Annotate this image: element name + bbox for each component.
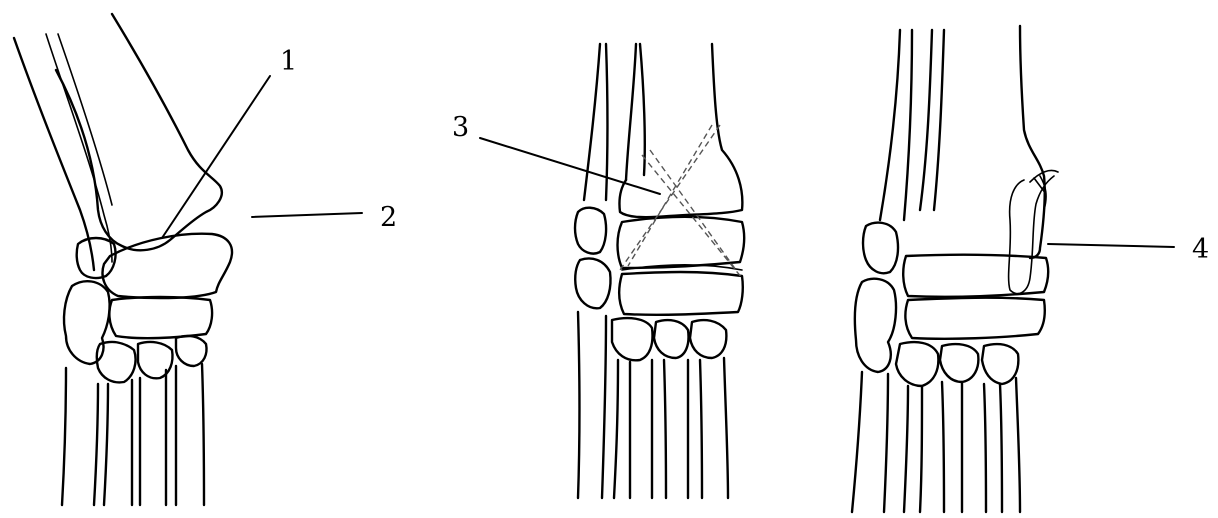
metacarpal-lines-1 bbox=[62, 364, 204, 505]
scaphoid-bone bbox=[64, 281, 110, 364]
ulna-bone bbox=[14, 38, 94, 270]
callout-2: 2 bbox=[380, 202, 397, 233]
radius-shaft-right bbox=[619, 44, 742, 217]
radius-shaft-left-3 bbox=[920, 30, 944, 210]
dashed-x-line-c bbox=[650, 150, 736, 270]
carpal-band-upper-3 bbox=[903, 255, 1048, 297]
panel-lateral-wrist: 1 2 bbox=[14, 14, 397, 505]
dashed-x-line-d bbox=[628, 125, 712, 266]
ulnar-styloid bbox=[575, 208, 606, 254]
metacarpal-lines-3 bbox=[852, 372, 1020, 512]
carpal-row-ap bbox=[612, 318, 726, 360]
carpal-band-lower-3 bbox=[905, 298, 1044, 339]
fixation-wire bbox=[1009, 170, 1058, 293]
ulnar-styloid-3 bbox=[863, 223, 898, 274]
panel-ap-wrist-with-x: 3 bbox=[452, 44, 744, 498]
leader-2 bbox=[252, 213, 362, 217]
carpal-small-3 bbox=[176, 336, 207, 366]
ulna-shaft-line bbox=[58, 34, 112, 205]
leader-4 bbox=[1048, 244, 1174, 247]
callout-1: 1 bbox=[280, 46, 297, 77]
ulna-shaft-3 bbox=[880, 30, 912, 220]
callout-3: 3 bbox=[452, 112, 469, 143]
carpal-small-2 bbox=[138, 342, 173, 378]
leader-3 bbox=[480, 138, 660, 194]
radius-shaft-right-3 bbox=[1020, 26, 1045, 258]
leader-1 bbox=[162, 76, 270, 238]
radius-shaft-left bbox=[626, 44, 636, 180]
panel-ap-wrist-with-wire: 4 bbox=[852, 26, 1209, 512]
dashed-x-line-b bbox=[620, 125, 720, 270]
callout-4: 4 bbox=[1192, 234, 1209, 265]
carpal-row-3 bbox=[896, 342, 1018, 386]
scaphoid-ap bbox=[575, 259, 610, 309]
distal-carpal-bone bbox=[109, 297, 212, 338]
scaphoid-3 bbox=[855, 279, 896, 372]
carpal-band-lower bbox=[619, 272, 743, 315]
carpal-band-upper bbox=[618, 217, 745, 268]
